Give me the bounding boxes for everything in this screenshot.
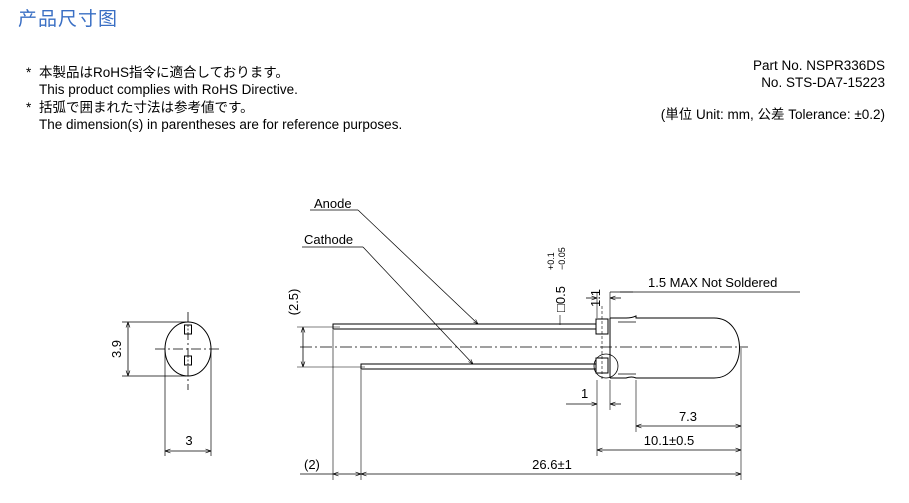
anode-label: Anode <box>314 196 352 211</box>
part-number: Part No. NSPR336DS <box>752 58 885 73</box>
dim-lens-length: 7.3 <box>679 409 697 424</box>
units-tolerance: (単位 Unit: mm, 公差 Tolerance: ±0.2) <box>660 107 885 122</box>
note-reference-en: The dimension(s) in parentheses are for … <box>39 117 403 132</box>
note-bullet: * <box>26 65 32 80</box>
dim-lead-gap: 1.1 <box>588 289 603 307</box>
dim-lead-pitch-ref: (2.5) <box>286 289 301 316</box>
lead-square-label: □0.5 <box>553 286 568 312</box>
anode-lead <box>332 323 599 330</box>
cathode-lead <box>360 363 599 370</box>
dim-lead-length: 26.6±1 <box>532 457 572 472</box>
note-rohs: * 本製品はRoHS指令に適合しております。 This product comp… <box>26 64 298 98</box>
not-soldered-label: 1.5 MAX Not Soldered <box>648 275 777 290</box>
front-view <box>122 312 220 456</box>
lens-body <box>610 315 740 379</box>
note-rohs-en: This product complies with RoHS Directiv… <box>39 82 298 97</box>
note-reference-jp: 括弧で囲まれた寸法は参考値です。 <box>39 100 254 115</box>
lead-tol-plus: +0.1 <box>546 252 556 270</box>
dim-body-width: 3 <box>185 433 192 448</box>
note-reference: * 括弧で囲まれた寸法は参考値です。 The dimension(s) in p… <box>26 99 402 133</box>
document-number: No. STS-DA7-15223 <box>761 75 885 90</box>
cathode-label: Cathode <box>304 232 353 247</box>
dim-ref-2: (2) <box>304 457 320 472</box>
dim-stopper: 1 <box>581 386 588 401</box>
dim-body-length: 10.1±0.5 <box>644 433 695 448</box>
page-title: 产品尺寸图 <box>18 8 119 30</box>
note-rohs-jp: 本製品はRoHS指令に適合しております。 <box>39 65 289 80</box>
lead-tol-minus: −0.05 <box>557 247 567 270</box>
dim-body-height: 3.9 <box>109 340 124 358</box>
side-view <box>297 209 800 480</box>
note-bullet: * <box>26 100 32 115</box>
lead-kink-bottom <box>593 353 619 379</box>
